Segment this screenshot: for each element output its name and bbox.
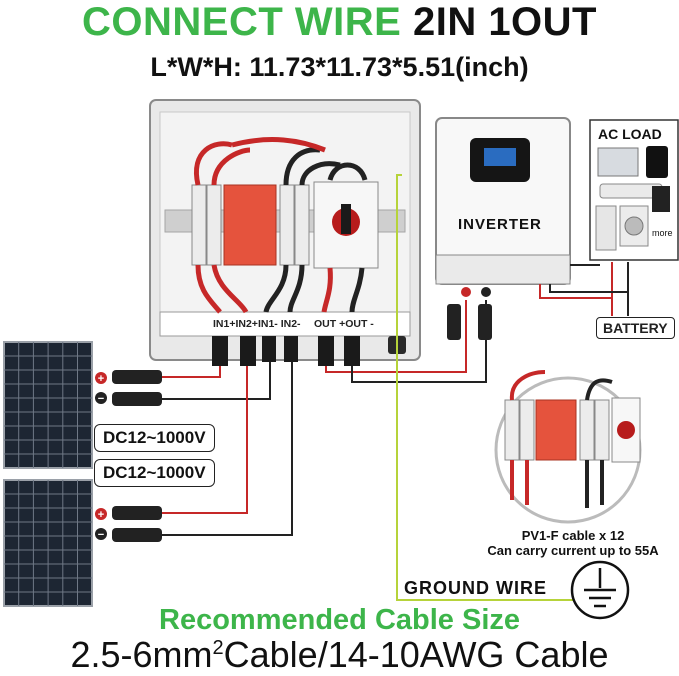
- battery-label: BATTERY: [596, 317, 675, 339]
- mc4-connectors-2: + −: [95, 506, 162, 542]
- dimensions-text: L*W*H: 11.73*11.73*5.51(inch): [150, 52, 529, 82]
- svg-text:−: −: [98, 393, 104, 405]
- cable-size-post: Cable/14-10AWG Cable: [223, 634, 609, 675]
- detail-inset: [494, 370, 642, 524]
- cable-size-pre: 2.5-6mm: [70, 634, 213, 675]
- cable-size-sup: 2: [212, 637, 224, 659]
- ground-symbol-icon: [570, 560, 630, 620]
- title-green: CONNECT WIRE: [82, 0, 402, 44]
- solar-cell-grid: [4, 342, 92, 606]
- page-title: CONNECT WIRE 2IN 1OUT: [0, 0, 679, 44]
- mc4-connectors-1: + −: [95, 370, 162, 406]
- svg-text:+: +: [98, 373, 104, 385]
- ac-load-more: more: [652, 228, 673, 238]
- recommended-cable-title: Recommended Cable Size: [159, 604, 520, 636]
- ac-load-box: [589, 119, 679, 261]
- inverter-label: INVERTER: [458, 216, 542, 233]
- inverter: [435, 117, 571, 340]
- svg-text:−: −: [98, 529, 104, 541]
- terminals-out-label: OUT +OUT -: [314, 318, 374, 330]
- ground-wire-label: GROUND WIRE: [404, 578, 547, 598]
- pv-cable-line2: Can carry current up to 55A: [487, 543, 659, 558]
- dc-voltage-box-2: DC12~1000V: [94, 459, 215, 487]
- ac-load-label: AC LOAD: [598, 126, 662, 142]
- combiner-box: [149, 99, 421, 366]
- cable-size-text: 2.5-6mm2Cable/14-10AWG Cable: [0, 634, 679, 676]
- terminals-in-label: IN1+IN2+IN1- IN2-: [213, 318, 301, 330]
- pv-cable-info: PV1-F cable x 12 Can carry current up to…: [478, 528, 668, 558]
- title-black: 2IN 1OUT: [412, 0, 597, 44]
- dc-voltage-box-1: DC12~1000V: [94, 424, 215, 452]
- svg-text:+: +: [98, 509, 104, 521]
- pv-cable-line1: PV1-F cable x 12: [521, 528, 625, 543]
